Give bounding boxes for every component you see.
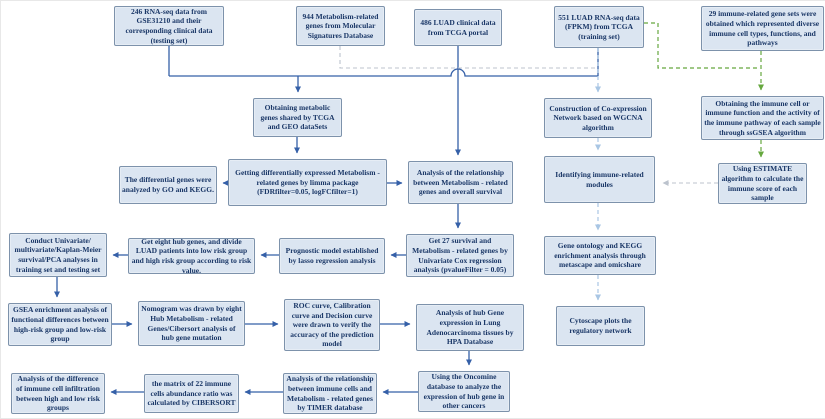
- flowchart-node-cibersort: the matrix of 22 immune cells abundance …: [144, 374, 239, 413]
- flowchart-node-cox27: Get 27 survival and Metabolism - related…: [406, 234, 514, 277]
- flowchart-node-lasso: Prognostic model established by lasso re…: [279, 238, 385, 274]
- flowchart-node-immune29: 29 immune-related gene sets were obtaine…: [701, 6, 824, 51]
- flowchart-node-nomogram: Nomogram was drawn by eight Hub Metaboli…: [138, 301, 245, 346]
- flowchart-node-wgcna: Construction of Co-expression Network ba…: [544, 98, 652, 138]
- flowchart-node-timer: Analysis of the relationship between imm…: [283, 373, 377, 414]
- flowchart-edge-rna551-to-ssgsea: [644, 22, 758, 69]
- flowchart-node-ssgsea: Obtaining the immune cell or immune func…: [701, 96, 824, 140]
- flowchart-node-gsea: GSEA enrichment analysis of functional d…: [8, 303, 112, 346]
- flowchart-node-shared-genes: Obtaining metabolic genes shared by TCGA…: [253, 98, 342, 137]
- flowchart-edge-metab944-to-rna551: [339, 46, 596, 69]
- flowchart-node-roc: ROC curve, Calibration curve and Decisio…: [284, 299, 380, 351]
- flowchart-node-oncomine: Using the Oncomine database to analyze t…: [418, 371, 510, 412]
- flowchart-edge-merge-line-to-merge-line: [169, 68, 598, 77]
- flowchart-node-hpa: Analysis of hub Gene expression in Lung …: [416, 304, 524, 351]
- flowchart-node-metab944: 944 Metabolism-related genes from Molecu…: [296, 6, 385, 46]
- flowchart-node-estimate: Using ESTIMATE algorithm to calculate th…: [718, 163, 807, 204]
- flowchart-node-clinical486: 486 LUAD clinical data from TCGA portal: [414, 9, 502, 46]
- flowchart-node-infiltration: Analysis of the difference of immune cel…: [11, 373, 105, 414]
- flowchart-node-limma: Getting differentially expressed Metabol…: [228, 159, 387, 206]
- flowchart-node-rna246: 246 RNA-seq data from GSE31210 and their…: [114, 6, 224, 46]
- flowchart-node-survival: Analysis of the relationship between Met…: [408, 161, 513, 204]
- flowchart-node-metascape: Gene ontology and KEGG enrichment analys…: [544, 236, 656, 275]
- flowchart-node-modules: Identifying immune-related modules: [544, 156, 655, 203]
- flowchart-node-conduct: Conduct Univariate/ multivariate/Kaplan-…: [9, 233, 107, 277]
- flowchart-node-hub8: Get eight hub genes, and divide LUAD pat…: [128, 237, 255, 275]
- flowchart-node-rna551: 551 LUAD RNA-seq data (FPKM) from TCGA (…: [554, 6, 644, 48]
- flowchart-node-cytoscape: Cytoscape plots the regulatory network: [556, 306, 645, 346]
- flowchart-node-go-kegg: The differential genes were analyzed by …: [119, 166, 217, 204]
